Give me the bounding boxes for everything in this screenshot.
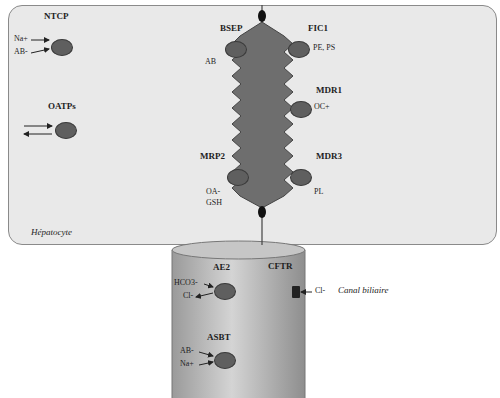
substrate-label: Cl- <box>183 292 193 301</box>
transporter-name: CFTR <box>268 262 293 272</box>
transport-arrow <box>301 292 312 293</box>
transporter-name: ASBT <box>207 333 231 343</box>
transporter: FIC1 <box>288 41 310 58</box>
transport-arrow <box>24 126 52 127</box>
tight-junction <box>258 10 266 22</box>
transport-arrow <box>24 134 52 135</box>
transporter: ASBT <box>214 352 236 369</box>
substrate-label: AB <box>205 58 216 67</box>
transporter: NTCP <box>51 39 73 56</box>
substrate-label: AB- <box>180 347 194 356</box>
transport-arrow <box>199 362 213 365</box>
transporter-name: AE2 <box>213 263 230 273</box>
transporter-name: MRP2 <box>200 152 225 162</box>
substrate-label: OA- <box>206 188 220 197</box>
substrate-label: PL <box>314 188 323 197</box>
transport-arrow <box>31 49 49 53</box>
transporter-name: MDR3 <box>316 152 342 162</box>
tight-junction <box>258 206 266 218</box>
region-name: Canal biliaire <box>338 286 388 296</box>
transport-arrow <box>204 284 213 287</box>
transporter: MRP2 <box>227 169 249 186</box>
transporter: MDR3 <box>290 169 312 186</box>
transporter-name: BSEP <box>220 24 243 34</box>
substrate-label: OC+ <box>314 103 330 112</box>
transport-arrow <box>199 352 213 356</box>
transporter-name: OATPs <box>48 102 76 112</box>
bile-canal: Canal biliaireAE2CFTRASBT <box>170 240 310 398</box>
substrate-label: AB- <box>14 48 28 57</box>
substrate-label: Na+ <box>14 35 28 44</box>
substrate-label: GSH <box>206 199 222 208</box>
transporter-name: NTCP <box>44 12 69 22</box>
substrate-label: HCO3- <box>174 279 198 288</box>
transporter-name: MDR1 <box>316 86 342 96</box>
transporter: BSEP <box>225 41 247 58</box>
substrate-label: Na+ <box>180 360 194 369</box>
transporter-name: FIC1 <box>308 24 328 34</box>
transport-arrow <box>31 40 49 41</box>
substrate-label: Cl- <box>315 287 325 296</box>
transporter: AE2 <box>214 283 236 300</box>
channel: CFTR <box>292 286 300 298</box>
transport-arrow <box>196 293 213 297</box>
canaliculus <box>232 22 293 208</box>
region-name: Hépatocyte <box>31 228 72 238</box>
transporter: OATPs <box>55 122 77 139</box>
transporter: MDR1 <box>290 101 312 118</box>
substrate-label: PE, PS <box>313 44 335 53</box>
